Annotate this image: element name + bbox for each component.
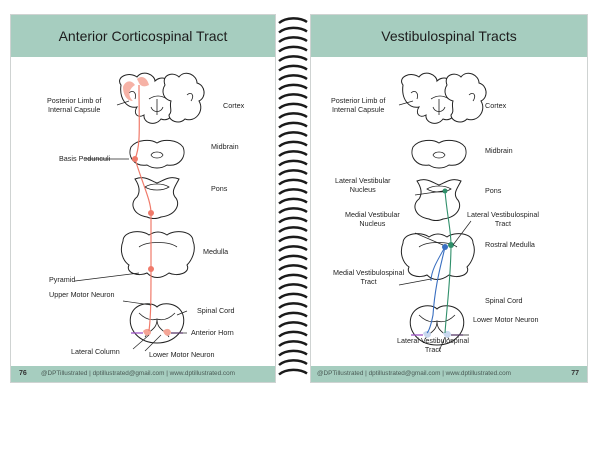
spiral-coil xyxy=(278,283,308,290)
right-page-header: Vestibulospinal Tracts xyxy=(311,15,587,57)
spiral-coil xyxy=(278,321,308,328)
spiral-coil xyxy=(278,55,308,62)
spiral-coil xyxy=(278,254,308,262)
right-label-lateral-vestibulospinal-tract: Lateral Vestibulospinal Tract xyxy=(467,210,539,228)
right-spinal-cord-section xyxy=(409,305,465,346)
right-label-rostral-medulla: Rostral Medulla xyxy=(485,240,535,249)
left-label-pons: Pons xyxy=(211,184,228,193)
spiral-coil xyxy=(278,359,308,366)
spiral-coil xyxy=(278,131,308,138)
right-label-pons: Pons xyxy=(485,186,502,195)
right-page: Vestibulospinal Tracts xyxy=(310,14,588,383)
spiral-coil xyxy=(278,340,308,347)
spiral-coil xyxy=(278,311,308,319)
spiral-coil xyxy=(278,150,308,157)
right-label-medial-vestibular-nucleus: Medial Vestibular Nucleus xyxy=(345,210,400,228)
left-corticospinal-pathway xyxy=(134,84,152,332)
spiral-coil xyxy=(278,102,308,110)
spiral-coil xyxy=(278,330,308,338)
right-page-title: Vestibulospinal Tracts xyxy=(381,28,517,44)
left-page-number: 76 xyxy=(19,370,27,377)
spiral-coil xyxy=(278,83,308,91)
left-cortex-section xyxy=(119,72,205,124)
right-label-cortex: Cortex xyxy=(485,101,507,110)
right-label-lower-motor-neuron: Lower Motor Neuron xyxy=(473,315,539,324)
spiral-coil xyxy=(278,245,308,252)
right-medulla-section xyxy=(400,233,475,280)
left-page: Anterior Corticospinal Tract xyxy=(10,14,276,383)
right-pons-section xyxy=(414,179,462,221)
left-label-posterior-limb: Posterior Limb of Internal Capsule xyxy=(47,96,102,114)
spiral-coil xyxy=(278,273,308,281)
right-label-medial-vestibulospinal-tract: Medial Vestibulospinal Tract xyxy=(333,268,405,286)
spiral-coil xyxy=(278,235,308,243)
spiral-binding xyxy=(278,14,308,383)
spiral-coil xyxy=(278,74,308,81)
spiral-coil xyxy=(278,17,308,24)
spiral-coil xyxy=(278,45,308,53)
vestibulospinal-diagram xyxy=(398,72,487,352)
left-label-lateral-column: Lateral Column xyxy=(71,347,120,356)
spiral-coil xyxy=(278,292,308,300)
right-label-lateral-vestibulospinal-tract-bottom: Lateral Vestibulospinal Tract xyxy=(397,336,469,354)
spiral-coil xyxy=(278,36,308,43)
left-page-footer: 76 @DPTillustrated | dptillustrated@gmai… xyxy=(11,366,275,382)
spiral-coil xyxy=(278,93,308,100)
left-medulla-section xyxy=(120,231,195,278)
spiral-coil xyxy=(278,188,308,195)
spiral-coil xyxy=(278,197,308,205)
left-spinal-cord-section xyxy=(129,303,185,344)
left-label-midbrain: Midbrain xyxy=(211,142,239,151)
right-footer-info: @DPTillustrated | dptillustrated@gmail.c… xyxy=(317,370,511,377)
right-label-spinal-cord: Spinal Cord xyxy=(485,296,523,305)
spiral-coil xyxy=(278,368,308,376)
right-page-number: 77 xyxy=(571,370,579,377)
left-footer-info: @DPTillustrated | dptillustrated@gmail.c… xyxy=(41,370,235,377)
spiral-coil xyxy=(278,121,308,129)
right-midbrain-section xyxy=(411,139,467,169)
left-label-medulla: Medulla xyxy=(203,247,229,256)
spiral-coil xyxy=(278,26,308,34)
left-label-pyramid: Pyramid xyxy=(49,275,76,284)
spiral-coil xyxy=(278,64,308,72)
left-page-title: Anterior Corticospinal Tract xyxy=(58,28,228,44)
anterior-corticospinal-diagram xyxy=(74,72,205,352)
right-cortex-section xyxy=(401,72,487,124)
spiral-coil xyxy=(278,226,308,233)
left-label-cortex: Cortex xyxy=(223,101,245,110)
spiral-coil xyxy=(278,216,308,224)
left-page-header: Anterior Corticospinal Tract xyxy=(11,15,275,57)
spiral-coil xyxy=(278,264,308,271)
spiral-coil xyxy=(278,169,308,176)
spiral-coil xyxy=(278,349,308,357)
right-label-posterior-limb: Posterior Limb of Internal Capsule xyxy=(331,96,386,114)
spiral-coil xyxy=(278,207,308,214)
left-label-upper-motor-neuron: Upper Motor Neuron xyxy=(49,290,115,299)
left-label-anterior-horn: Anterior Horn xyxy=(191,328,234,337)
left-label-basis-pedunculi: Basis Pedunculi xyxy=(59,154,111,163)
right-label-midbrain: Midbrain xyxy=(485,146,513,155)
spiral-coil xyxy=(278,178,308,186)
medial-vestibulospinal-pathway xyxy=(426,246,446,334)
spiral-coil xyxy=(278,140,308,148)
right-label-lateral-vestibular-nucleus: Lateral Vestibular Nucleus xyxy=(335,176,391,194)
left-pons-section xyxy=(132,177,180,219)
spiral-coil xyxy=(278,159,308,167)
left-label-spinal-cord: Spinal Cord xyxy=(197,306,235,315)
lateral-vestibulospinal-pathway xyxy=(444,190,452,334)
spiral-coil xyxy=(278,112,308,119)
right-page-footer: @DPTillustrated | dptillustrated@gmail.c… xyxy=(311,366,587,382)
spiral-coil xyxy=(278,302,308,309)
left-label-lower-motor-neuron: Lower Motor Neuron xyxy=(149,350,215,359)
